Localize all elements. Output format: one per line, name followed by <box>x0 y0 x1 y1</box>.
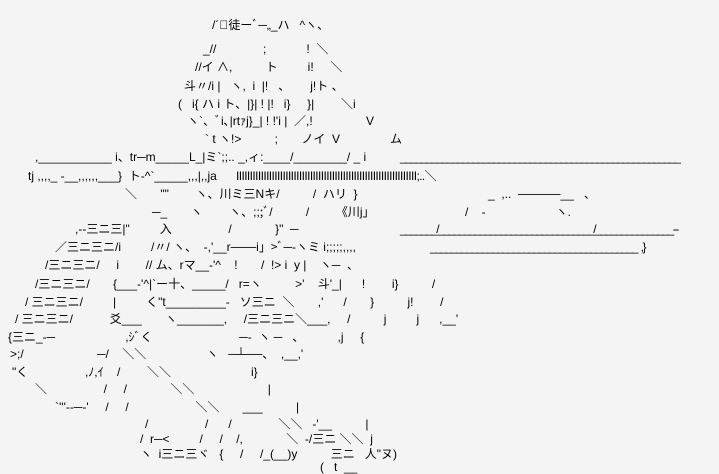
art-row-hat-top: /´ﾞ徒ーﾞ─„_ハ ^ヽ、 <box>212 18 330 32</box>
art-row-scope-bottom: _______/______________________________/_… <box>400 222 679 236</box>
art-row-body: {三ニ_-─ ,ｼﾞく ─- ヽ ─ 、 ,j { <box>8 330 365 344</box>
art-row-body: ＼ / / ＼＼ | <box>35 382 271 396</box>
art-row-gun-body: ________________________________________… <box>430 240 646 254</box>
art-row-hair: //イ ∧, ト i! ＼ <box>195 60 343 74</box>
art-row-arm: /三ニ三ニ/ i // ム、rマ__-'^ ! / !> i y | ヽ─ 、 <box>45 258 359 272</box>
art-row-scope-top: _ ,.. ─────__ 、 <box>488 187 596 201</box>
art-row-chin: ` t ヽ!> ; ノイ V ム <box>205 132 403 146</box>
art-row-rifle-top: ,___________ i、tr─m_____L_|ミ`;;.. _,ィ:__… <box>35 150 367 164</box>
art-row-bottom: ( t __ <box>320 460 358 474</box>
art-row-legs: ヽ i三ニ三ヾ { / /_(__)y 三ニ 人"ヌ) <box>140 447 397 461</box>
art-row-arm: /三ニ三ニ/ {___-'^|`ー十、_____/ r=ヽ >' 斗'_| ! … <box>35 277 436 291</box>
art-row-legs: / r─< / / /, ＼ -/三ニ ＼＼ j <box>140 432 373 446</box>
art-row-scope: / - ヽ. <box>465 205 572 219</box>
art-row-hat: _// ; ! ＼ <box>203 42 329 56</box>
art-row-body: "く ,ﾉ,ｲ / ＼＼ i} <box>12 365 258 379</box>
art-row-arm: / 三ニ三ニ/ | く"t_________- ソ三ニ ＼ ,' / } j! … <box>25 295 444 309</box>
art-row-hair: 斗〃/i | ヽ, i |! 、 j!ト 、 <box>184 79 344 93</box>
art-row-face: ヽ`、ﾞi､|rtｧj}_| ! !'i | ／,! V <box>187 114 375 128</box>
art-row-neck: ＼ "" ヽ、川ミ三Nキ/ / ハリ } <box>125 187 358 201</box>
art-row-rifle-stock: tj ,,,,_ -__,,,,,,___} ト-^`_____,,,|,,ja <box>28 169 217 183</box>
art-row-rifle-top-line: ________________________________________… <box>400 150 681 164</box>
art-row-rifle-barrel: IIIIIIIIIIIIIIIIIIIIIIIIIIIIIIIIIIIIIIII… <box>236 169 437 183</box>
art-row-shoulder: ,--三ニ三|" 入 / }" ─ <box>75 222 299 236</box>
art-row-face: ( i{ ハ i ト、|}| ! |! i} }| ＼i <box>178 97 356 111</box>
art-row-collar: ─_ ヽ ヽ、;;;ﾞ/ / 《川j」 <box>152 205 375 219</box>
art-row-arm: / 三ニ三ニ/ 爻___ ヽ_______, /三ニ三ニ＼___, / j j … <box>15 312 459 326</box>
art-row-body: `'''‐-─-' / / ＼＼ ___ | <box>55 400 300 414</box>
art-row-body: >;/ ─/ ＼＼ ヽ ─┴──、 ,__,' <box>10 347 304 361</box>
art-row-legs: / / / ＼＼ -'__ | <box>145 417 369 431</box>
art-row-arm: ／三ニ三ニ/i /〃/ ヽ、 -,'__r───i」>ﾞ─‐ヽミ i;;;;;,… <box>55 240 356 254</box>
